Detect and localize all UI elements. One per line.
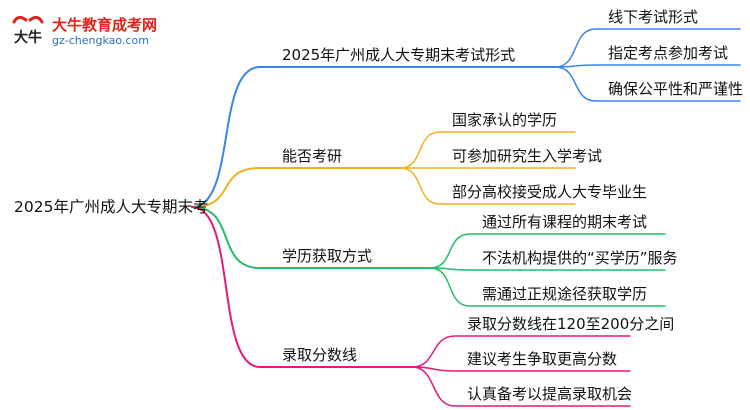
branch-connector <box>191 66 556 208</box>
branch-connector <box>191 206 413 368</box>
leaf-label: 确保公平性和严谨性 <box>608 80 744 98</box>
leaf-connector <box>399 131 576 169</box>
branch-label: 2025年广州成人大专期末考试形式 <box>282 46 516 64</box>
logo-url: gz-chengkao.com <box>52 34 149 47</box>
branch-label: 录取分数线 <box>282 346 358 364</box>
leaf-label: 线下考试形式 <box>608 8 699 26</box>
svg-text:大牛: 大牛 <box>14 29 42 46</box>
leaf-label: 可参加研究生入学考试 <box>452 147 603 165</box>
leaf-connector <box>429 233 666 269</box>
leaf-label: 部分高校接受成人大专毕业生 <box>452 183 648 201</box>
branch-label: 学历获取方式 <box>282 247 373 265</box>
site-logo[interactable]: 大牛 大牛教育成考网 gz-chengkao.com <box>8 12 178 52</box>
leaf-label: 指定考点参加考试 <box>608 44 729 62</box>
leaf-connector <box>554 64 741 68</box>
leaf-connector <box>411 366 631 372</box>
branch-connector <box>191 206 431 269</box>
logo-title: 大牛教育成考网 <box>52 16 158 34</box>
leaf-label: 认真备考以提高录取机会 <box>467 385 633 403</box>
leaf-connector <box>429 267 666 271</box>
leaf-connector <box>429 267 666 307</box>
branch-label: 能否考研 <box>282 147 343 165</box>
leaf-label: 建议考生争取更高分数 <box>467 350 618 368</box>
leaf-connector <box>411 366 631 407</box>
leaf-connector <box>399 167 576 205</box>
leaf-connector <box>554 28 741 68</box>
leaf-label: 需通过正规途径获取学历 <box>482 285 648 303</box>
leaf-connector <box>411 335 631 368</box>
bull-logo-icon: 大牛 <box>12 15 44 46</box>
leaf-connector <box>554 66 741 102</box>
leaf-label: 通过所有课程的期末考试 <box>482 213 648 231</box>
leaf-label: 录取分数线在120至200分之间 <box>467 315 675 333</box>
leaf-label: 国家承认的学历 <box>452 111 558 129</box>
branch-connector <box>191 167 401 208</box>
leaf-label: 不法机构提供的“买学历”服务 <box>482 249 678 267</box>
mindmap-root: 2025年广州成人大专期末考 <box>14 198 209 216</box>
